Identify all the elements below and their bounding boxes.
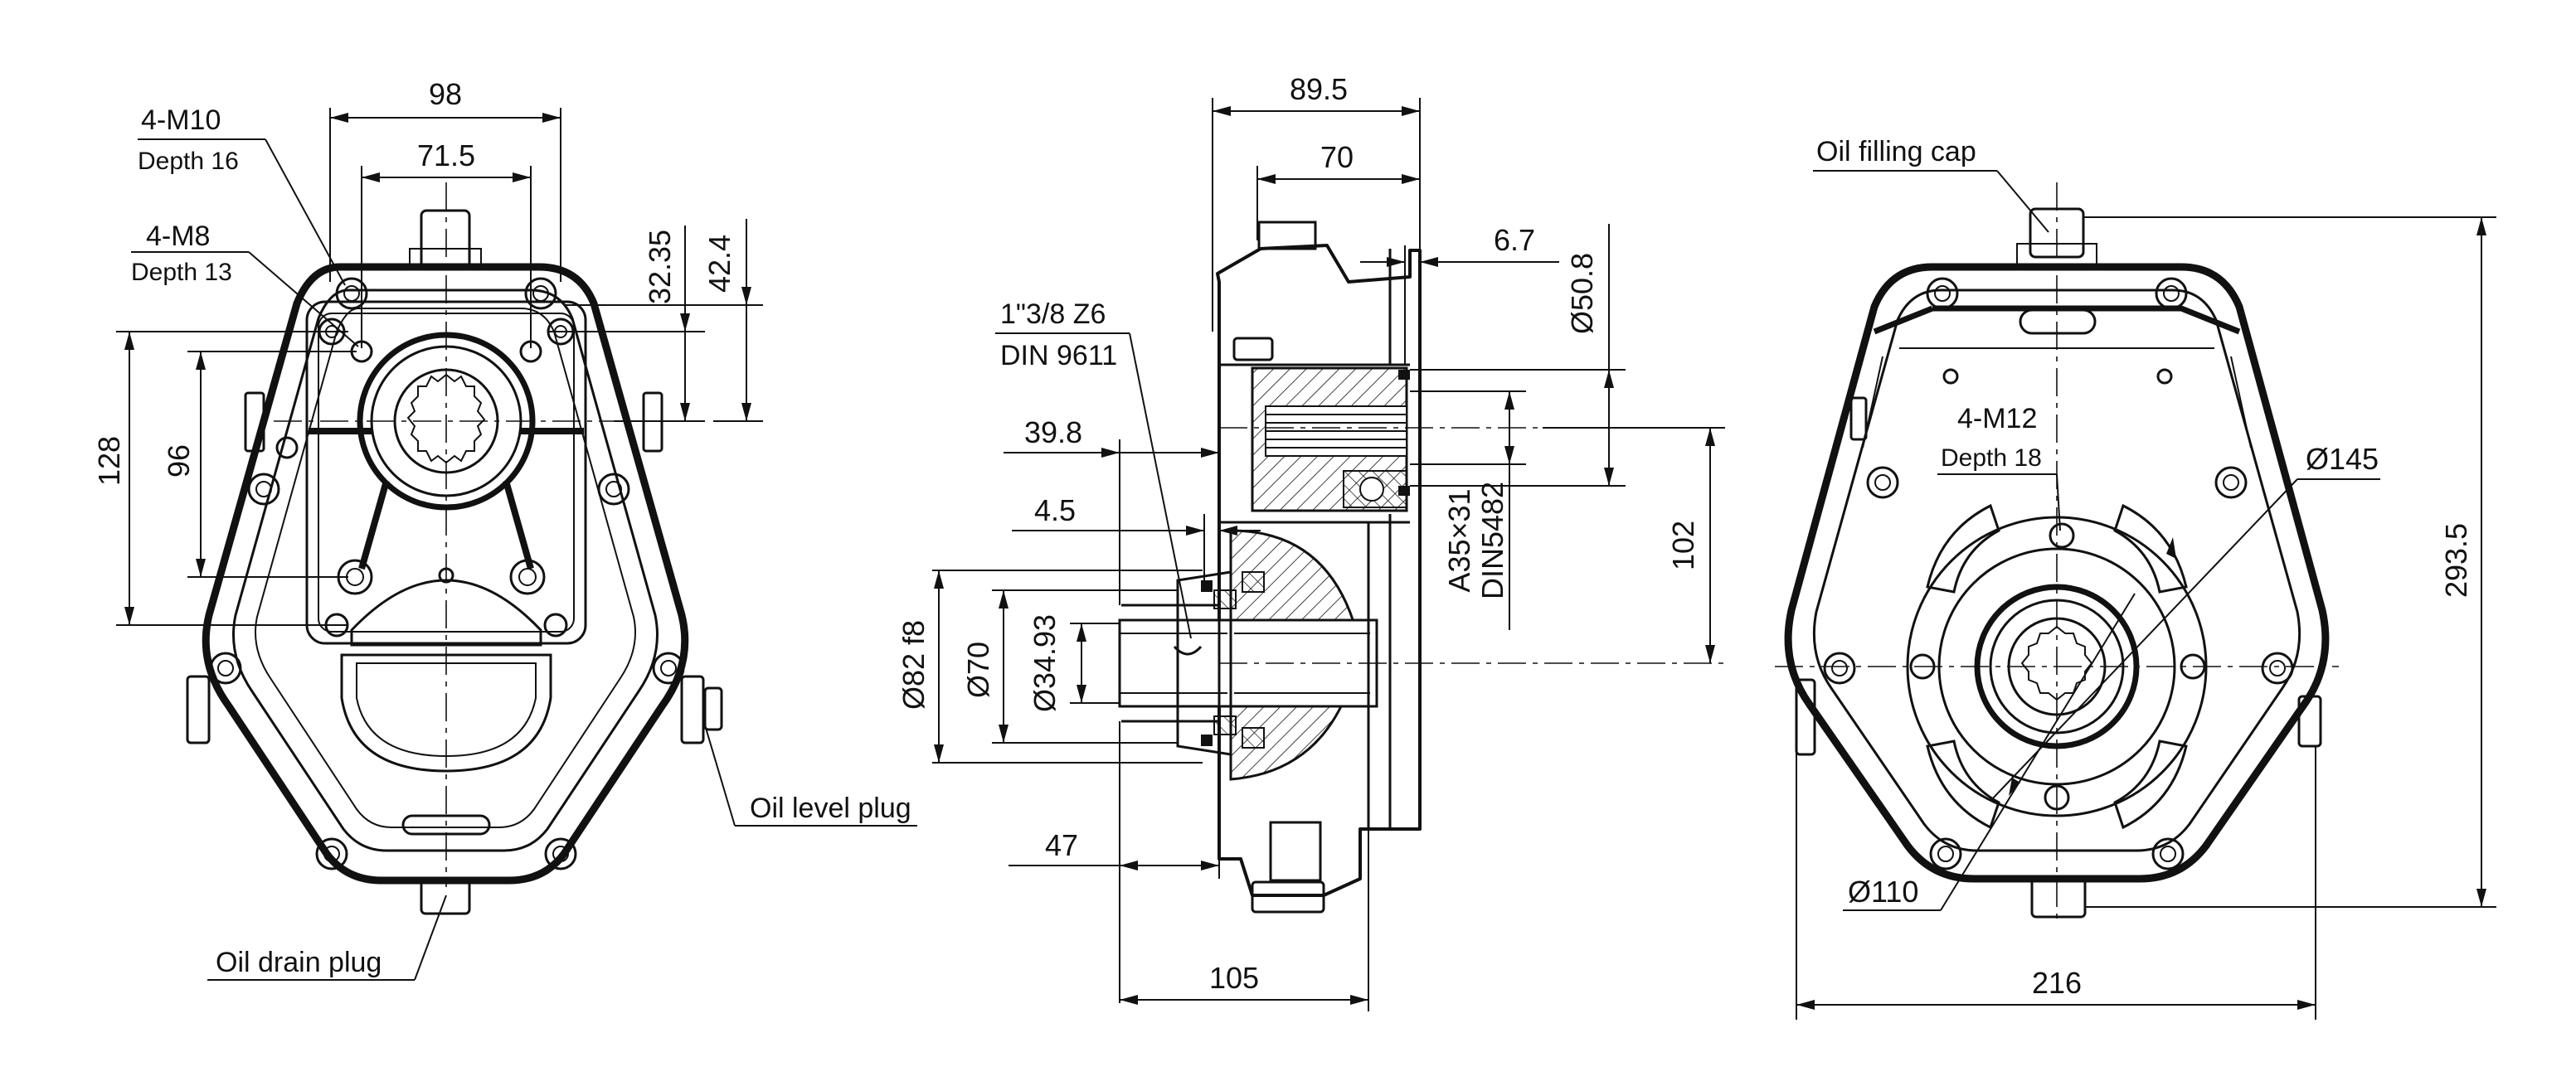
dim-89-5-label: 89.5 [1290, 72, 1348, 106]
dim-96-label: 96 [162, 444, 196, 478]
callout-oil-level-plug: Oil level plug [702, 719, 917, 827]
dim-dia-145: Ø145 [1990, 442, 2380, 802]
dim-dia-82: Ø82 f8 [897, 570, 1203, 764]
callout-4-m12-depth: Depth 18 [1941, 444, 2042, 472]
callout-4-m8-label: 4-M8 [146, 221, 210, 252]
dim-70-label: 70 [1320, 140, 1354, 174]
front-housing-outline [202, 263, 689, 885]
callout-input-spline: 1"3/8 Z6 DIN 9611 [995, 298, 1192, 639]
dim-dia-70-label: Ø70 [961, 642, 995, 698]
dim-32-35: 32.35 [547, 225, 705, 422]
front-lower-window [350, 579, 542, 647]
dim-dia-110-label: Ø110 [1848, 875, 1918, 909]
oil-drain-plug-label: Oil drain plug [216, 947, 382, 978]
output-spline-std: DIN5482 [1475, 482, 1509, 599]
input-spline-label: 1"3/8 Z6 [1000, 298, 1106, 330]
dim-dia-34-93: Ø34.93 [1028, 614, 1120, 712]
dim-293-5-label: 293.5 [2439, 523, 2473, 598]
dim-dia-110: Ø110 [1843, 593, 2136, 911]
dim-dia-50-8-label: Ø50.8 [1565, 253, 1599, 334]
dim-6-7: 6.7 [1360, 223, 1559, 365]
dim-98: 98 [329, 77, 561, 282]
front-side-plug-left [186, 675, 211, 744]
dim-89-5: 89.5 [1212, 72, 1421, 332]
callout-4-m8: 4-M8 Depth 13 [131, 221, 359, 347]
dim-dia-50-8: Ø50.8 [1410, 224, 1626, 487]
dim-42-4-label: 42.4 [702, 235, 736, 293]
front-top-plug [420, 209, 471, 270]
dim-42-4: 42.4 [564, 219, 763, 422]
dim-4-5-label: 4.5 [1034, 493, 1076, 527]
dim-dia-34-93-label: Ø34.93 [1028, 614, 1062, 712]
dim-102: 102 [1543, 427, 1725, 663]
dim-105-label: 105 [1209, 961, 1259, 995]
dim-128: 128 [92, 331, 348, 626]
front-side-plug-right [680, 675, 705, 744]
dim-39-8-label: 39.8 [1024, 415, 1082, 449]
dim-293-5: 293.5 [2083, 216, 2496, 908]
rear-housing-outline [1784, 263, 2330, 883]
callout-4-m12: 4-M12 Depth 18 [1937, 403, 2061, 531]
dim-6-7-label: 6.7 [1494, 223, 1535, 257]
dim-39-8: 39.8 [1004, 415, 1220, 605]
callout-4-m12-label: 4-M12 [1957, 403, 2037, 434]
rear-view: Oil filling cap 4-M12 Depth 18 Ø145 Ø110 [1775, 136, 2496, 1020]
dim-dia-145-label: Ø145 [2306, 442, 2379, 476]
callout-output-spline: A35×31 DIN5482 [1410, 390, 1526, 630]
dim-47: 47 [1009, 721, 1220, 1003]
output-spline-label: A35×31 [1442, 488, 1476, 592]
dim-96: 96 [162, 351, 357, 578]
callout-oil-drain-plug: Oil drain plug [207, 895, 447, 981]
callout-4-m10-label: 4-M10 [141, 104, 221, 136]
dim-102-label: 102 [1666, 521, 1700, 570]
dim-47-label: 47 [1045, 828, 1078, 862]
dim-32-35-label: 32.35 [643, 230, 677, 304]
dim-dia-82-label: Ø82 f8 [897, 620, 931, 710]
dim-216-label: 216 [2032, 966, 2082, 1000]
callout-4-m10-depth: Depth 16 [138, 148, 239, 175]
front-view: 98 71.5 32.35 42.4 [92, 77, 917, 981]
oil-filling-cap-label: Oil filling cap [1816, 136, 1976, 167]
callout-4-m10: 4-M10 Depth 16 [138, 104, 346, 286]
dim-128-label: 128 [92, 436, 126, 486]
front-housing-inner [232, 289, 659, 852]
dim-dia-70: Ø70 [961, 589, 1178, 744]
dim-4-5: 4.5 [1012, 493, 1261, 580]
callout-oil-filling-cap: Oil filling cap [1813, 136, 2049, 233]
front-drain-plug [420, 879, 471, 915]
oil-level-plug-label: Oil level plug [750, 793, 911, 824]
dim-71-5-label: 71.5 [417, 138, 475, 172]
dim-105: 105 [1120, 829, 1369, 1011]
callout-4-m8-depth: Depth 13 [131, 259, 232, 286]
dim-98-label: 98 [429, 77, 462, 111]
input-spline-std: DIN 9611 [1000, 340, 1117, 371]
dim-71-5: 71.5 [361, 138, 532, 348]
dim-70: 70 [1256, 140, 1420, 240]
dim-216: 216 [1796, 746, 2316, 1020]
side-view: 89.5 70 6.7 Ø50.8 [897, 72, 1725, 1011]
